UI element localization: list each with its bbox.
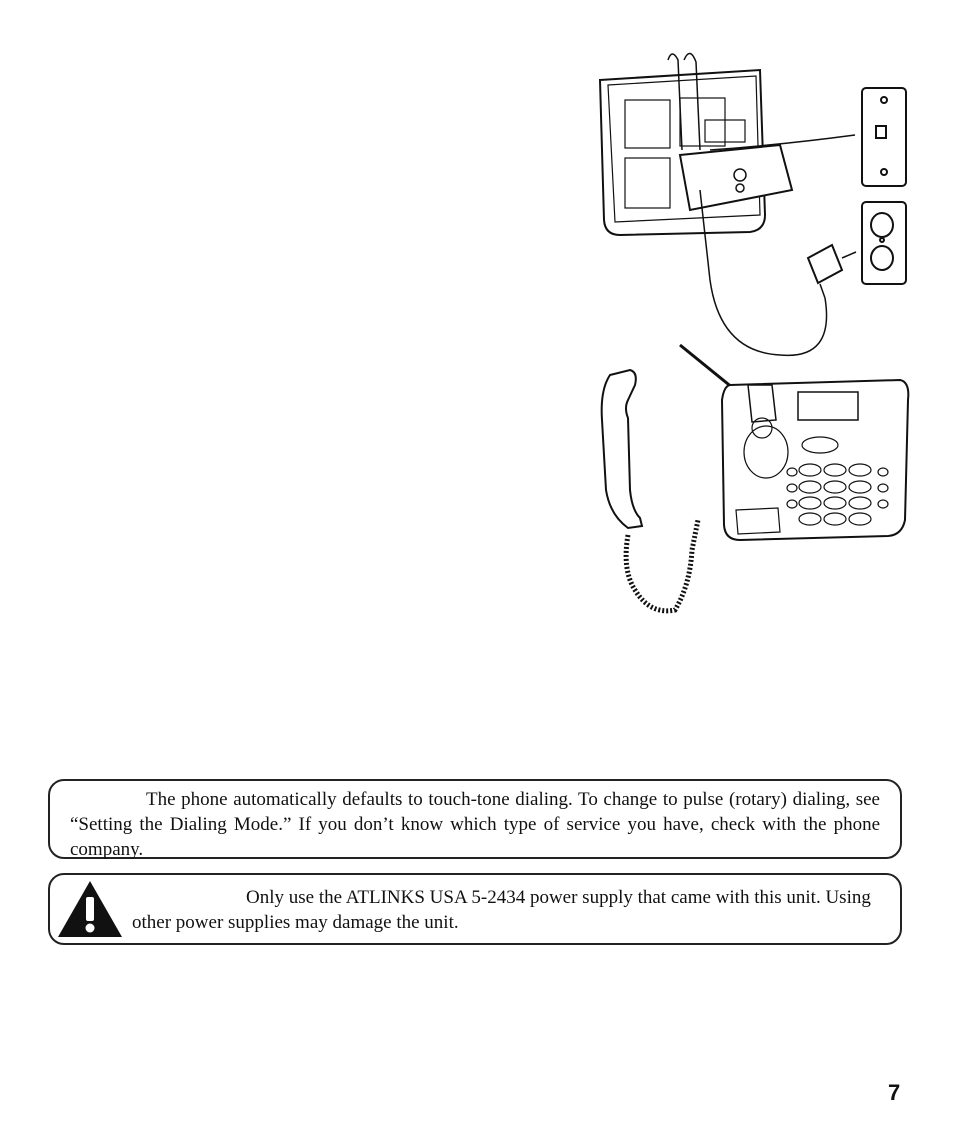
coil-cord xyxy=(623,519,701,614)
note-box: The phone automatically defaults to touc… xyxy=(48,779,902,860)
wall-power-outlet xyxy=(861,201,907,285)
phone-base-back-view xyxy=(598,68,794,237)
page-number: 7 xyxy=(888,1080,901,1105)
phone-installation-illustration xyxy=(598,52,910,614)
power-adapter xyxy=(806,243,857,299)
phone-base-front-view xyxy=(720,378,910,542)
caution-box: Only use the ATLINKS USA 5-2434 power su… xyxy=(48,873,902,945)
line-cord xyxy=(709,134,856,151)
handset xyxy=(600,368,644,530)
wall-phone-jack xyxy=(861,87,907,187)
warning-triangle-icon xyxy=(58,881,122,937)
note-text: The phone automatically defaults to touc… xyxy=(70,789,880,860)
caution-text: Only use the ATLINKS USA 5-2434 power su… xyxy=(132,887,871,933)
power-cord xyxy=(699,189,828,357)
